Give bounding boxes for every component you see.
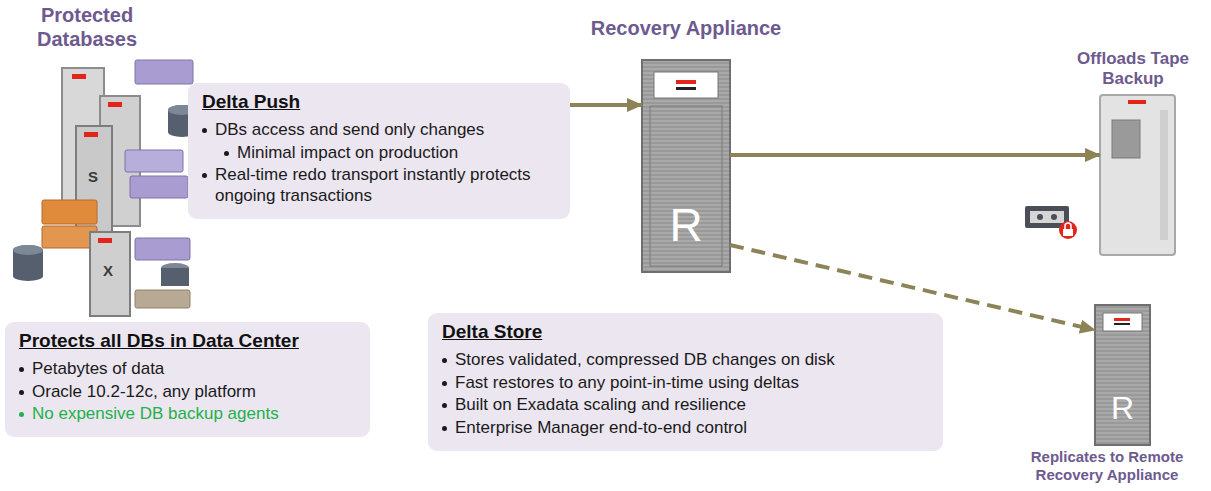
bullet-item: DBs access and send only changes bbox=[202, 120, 556, 141]
bullet-dot bbox=[19, 412, 24, 417]
bullet-dot bbox=[202, 173, 207, 178]
bullet-item: Stores validated, compressed DB changes … bbox=[442, 350, 929, 371]
rack-letter: R bbox=[1095, 389, 1150, 427]
bullet-item: Real-time redo transport instantly prote… bbox=[202, 165, 556, 206]
remote-rack bbox=[1095, 305, 1150, 445]
box-heading: Delta Store bbox=[442, 321, 542, 343]
figure-heading: Recovery Appliance bbox=[571, 16, 801, 40]
rack-letter: R bbox=[642, 198, 730, 253]
bullet-dot bbox=[202, 128, 207, 133]
bullet-item: Petabytes of data bbox=[19, 359, 356, 380]
bullet-text: No expensive DB backup agents bbox=[32, 404, 279, 425]
bullet-dot bbox=[442, 381, 447, 386]
bullet-item: Enterprise Manager end-to-end control bbox=[442, 418, 929, 439]
flow-arrow bbox=[730, 153, 1100, 157]
bullet-dot bbox=[224, 151, 229, 156]
server-letter: X bbox=[103, 262, 113, 279]
tape-library bbox=[1100, 95, 1175, 255]
bullet-text: Oracle 10.2-12c, any platform bbox=[32, 382, 256, 403]
flow-arrow bbox=[570, 103, 642, 107]
server-cluster bbox=[13, 60, 196, 316]
bullet-item: Minimal impact on production bbox=[202, 143, 556, 164]
bullet-text: Stores validated, compressed DB changes … bbox=[455, 350, 835, 371]
bullet-dot bbox=[19, 390, 24, 395]
bullet-item: Built on Exadata scaling and resilience bbox=[442, 395, 929, 416]
appliance-rack: Recovery ApplianceR bbox=[642, 60, 730, 272]
feature-box: Protects all DBs in Data CenterPetabytes… bbox=[5, 322, 370, 437]
figure-heading: Offloads Tape Backup bbox=[1062, 49, 1204, 90]
feature-box: Delta StoreStores validated, compressed … bbox=[428, 313, 943, 451]
bullet-text: Built on Exadata scaling and resilience bbox=[455, 395, 746, 416]
figure-heading: Protected Databases bbox=[7, 3, 167, 51]
figure-heading: Replicates to Remote Recovery Appliance bbox=[1009, 448, 1205, 484]
feature-box: Delta PushDBs access and send only chang… bbox=[188, 83, 570, 219]
bullet-dot bbox=[442, 358, 447, 363]
bullet-dot bbox=[442, 426, 447, 431]
bullet-item: No expensive DB backup agents bbox=[19, 404, 356, 425]
bullet-item: Fast restores to any point-in-time using… bbox=[442, 373, 929, 394]
bullet-text: Minimal impact on production bbox=[237, 143, 458, 164]
tape-cartridge bbox=[1025, 206, 1077, 239]
bullet-text: Fast restores to any point-in-time using… bbox=[455, 373, 799, 394]
bullet-dot bbox=[19, 367, 24, 372]
bullet-dot bbox=[442, 403, 447, 408]
box-heading: Protects all DBs in Data Center bbox=[19, 330, 299, 352]
tape-library: Offloads Tape Backup bbox=[1100, 95, 1175, 255]
appliance-rack bbox=[642, 60, 730, 272]
box-heading: Delta Push bbox=[202, 91, 300, 113]
server-letter: S bbox=[88, 168, 98, 185]
remote-rack: RReplicates to Remote Recovery Appliance bbox=[1095, 305, 1150, 445]
bullet-item: Oracle 10.2-12c, any platform bbox=[19, 382, 356, 403]
bullet-text: Enterprise Manager end-to-end control bbox=[455, 418, 747, 439]
bullet-text: Real-time redo transport instantly prote… bbox=[215, 165, 556, 206]
bullet-text: Petabytes of data bbox=[32, 359, 164, 380]
bullet-text: DBs access and send only changes bbox=[215, 120, 484, 141]
